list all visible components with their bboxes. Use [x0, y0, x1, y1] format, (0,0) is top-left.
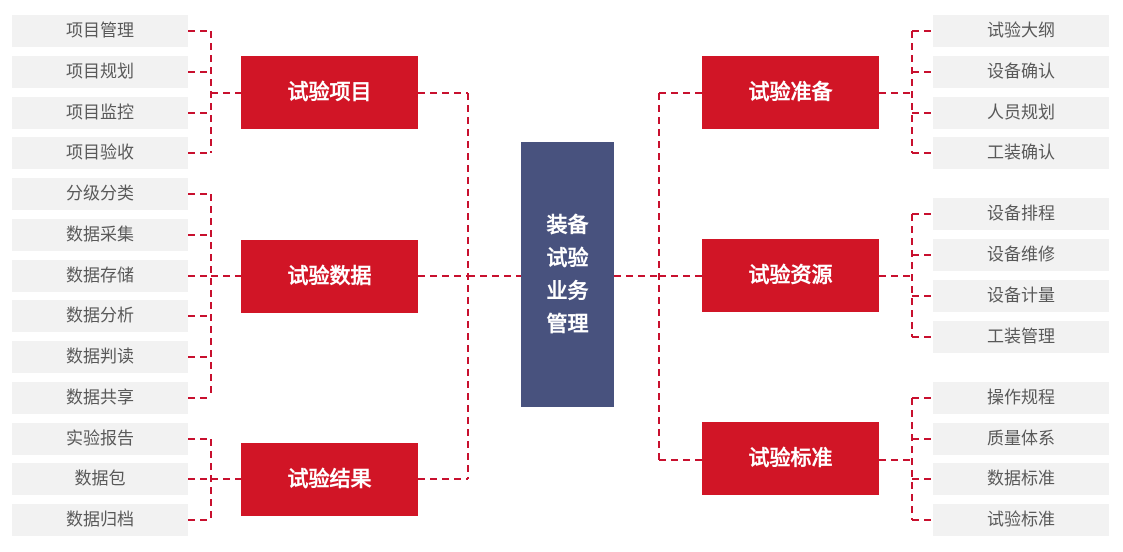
leaf-item: 分级分类 — [12, 178, 188, 210]
leaf-item: 数据归档 — [12, 504, 188, 536]
leaf-item: 操作规程 — [933, 382, 1109, 414]
category-test-standard: 试验标准 — [702, 422, 879, 495]
leaf-item: 设备维修 — [933, 239, 1109, 271]
category-test-project: 试验项目 — [241, 56, 418, 129]
category-test-resource: 试验资源 — [702, 239, 879, 312]
leaf-item: 数据包 — [12, 463, 188, 495]
leaf-item: 设备排程 — [933, 198, 1109, 230]
leaf-item: 试验大纲 — [933, 15, 1109, 47]
leaf-item: 试验标准 — [933, 504, 1109, 536]
category-test-result: 试验结果 — [241, 443, 418, 516]
leaf-item: 项目验收 — [12, 137, 188, 169]
leaf-item: 数据采集 — [12, 219, 188, 251]
leaf-item: 数据存储 — [12, 260, 188, 292]
leaf-item: 人员规划 — [933, 97, 1109, 129]
leaf-item: 质量体系 — [933, 423, 1109, 455]
category-test-preparation: 试验准备 — [702, 56, 879, 129]
center-label: 装备试验业务管理 — [546, 212, 589, 336]
leaf-item: 设备计量 — [933, 280, 1109, 312]
leaf-item: 数据共享 — [12, 382, 188, 414]
leaf-item: 数据判读 — [12, 341, 188, 373]
center-node: 装备试验业务管理 — [521, 142, 614, 407]
leaf-item: 设备确认 — [933, 56, 1109, 88]
leaf-item: 项目监控 — [12, 97, 188, 129]
leaf-item: 项目管理 — [12, 15, 188, 47]
leaf-item: 工装管理 — [933, 321, 1109, 353]
leaf-item: 数据分析 — [12, 300, 188, 332]
category-test-data: 试验数据 — [241, 240, 418, 313]
leaf-item: 实验报告 — [12, 423, 188, 455]
leaf-item: 项目规划 — [12, 56, 188, 88]
leaf-item: 工装确认 — [933, 137, 1109, 169]
leaf-item: 数据标准 — [933, 463, 1109, 495]
